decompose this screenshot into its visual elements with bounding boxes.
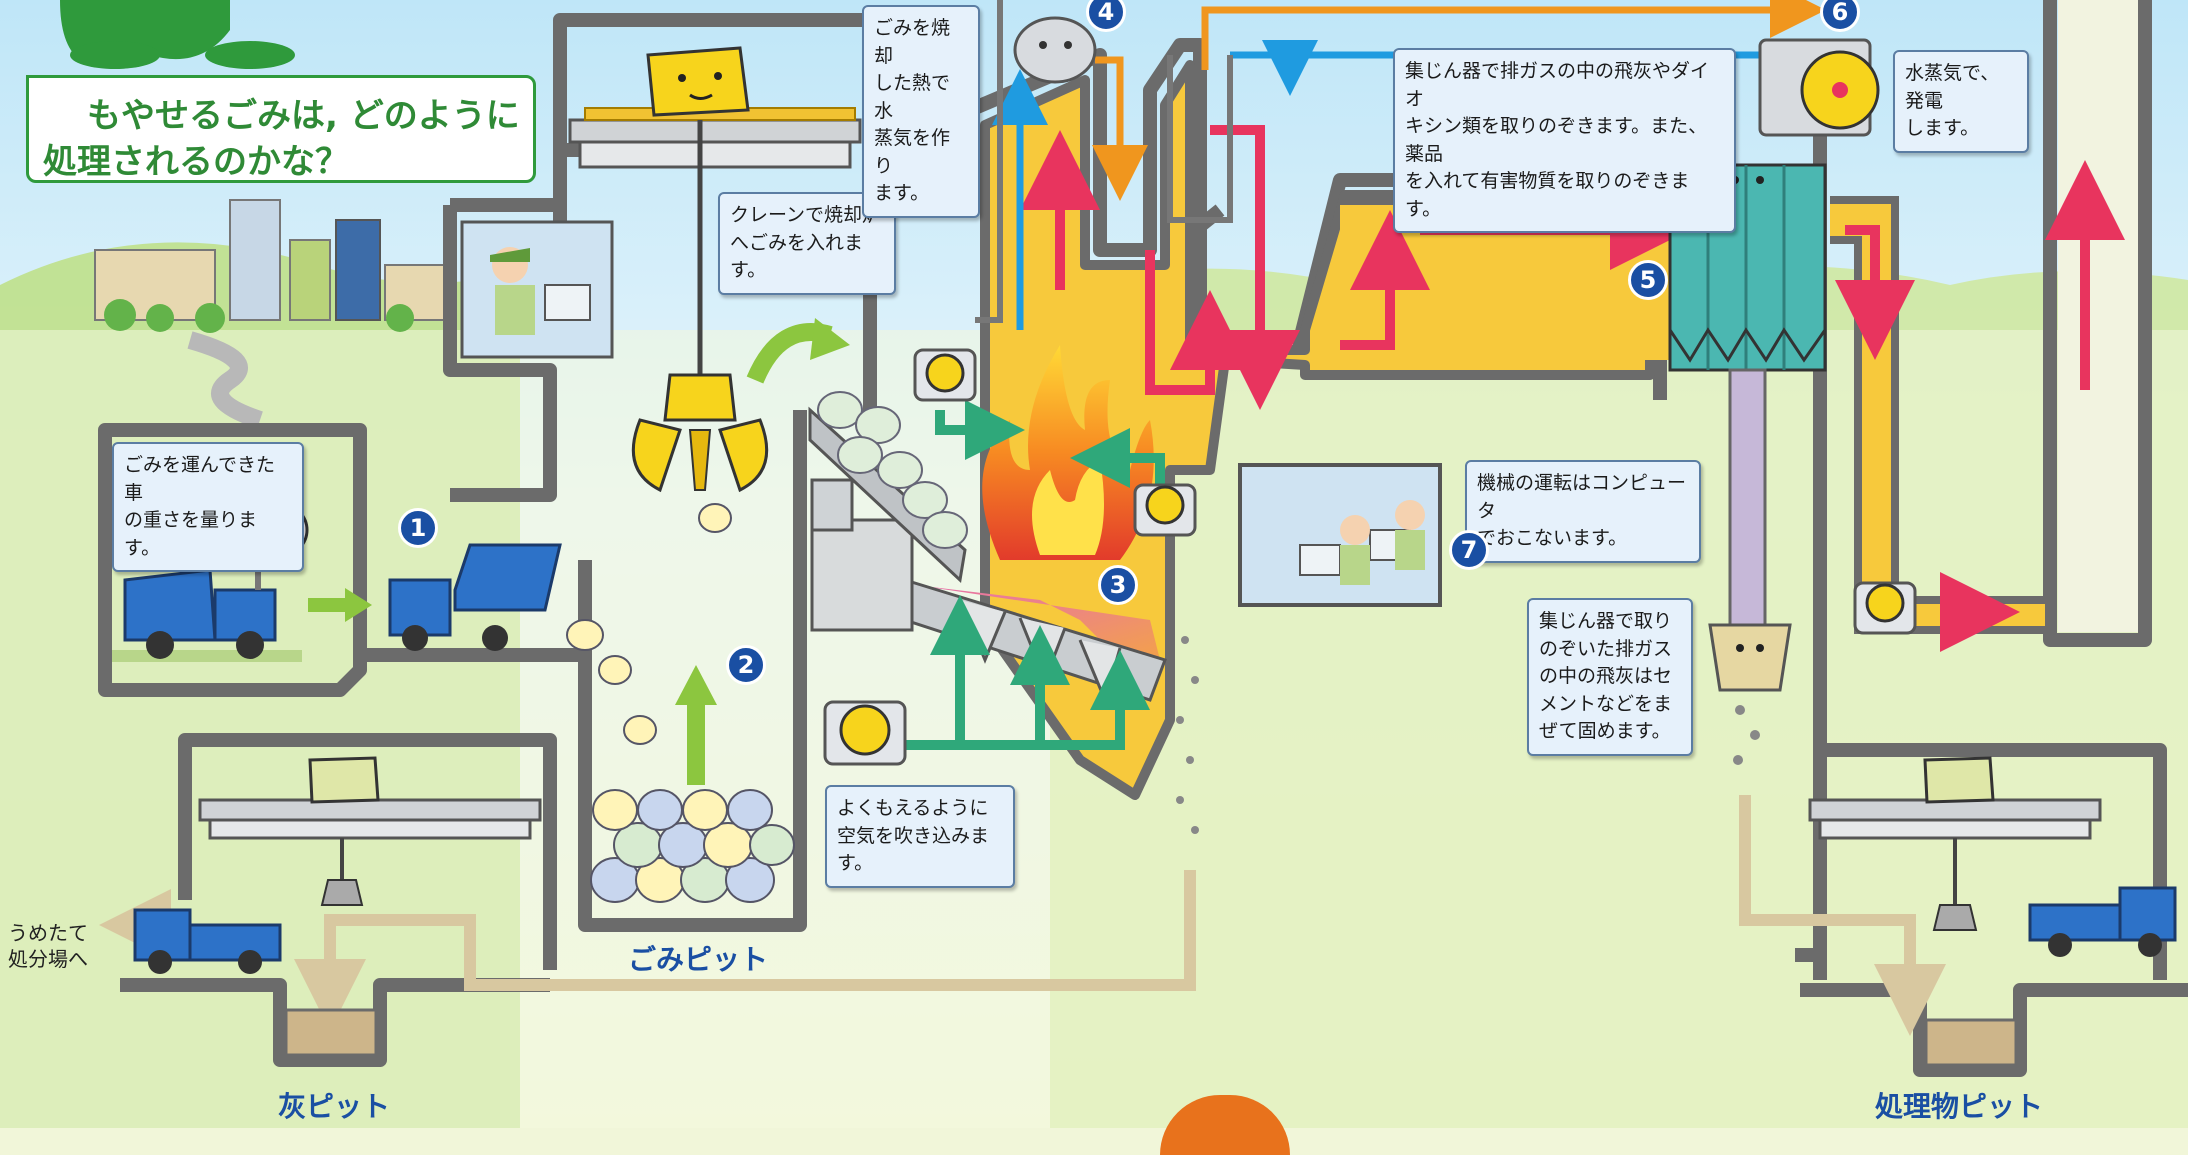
hopper	[808, 391, 968, 584]
note-control: 機械の運転はコンピュータ でおこないます。	[1465, 460, 1701, 563]
step-7: 7	[1449, 530, 1489, 570]
note-weigh: ごみを運んできた車 の重さを量ります。	[112, 442, 304, 573]
note-power: 水蒸気で、発電 します。	[1893, 50, 2029, 153]
fans	[823, 348, 1917, 766]
air-supply	[905, 400, 1165, 750]
label-garbage-pit: ごみピット	[628, 943, 769, 976]
mascot	[60, 0, 295, 69]
step-1: 1	[398, 508, 438, 548]
operator-room	[460, 220, 614, 359]
control-room	[1238, 463, 1442, 607]
falling-ash	[1176, 636, 1760, 834]
note-flyash: 集じん器で取り のぞいた排ガス の中の飛灰はセ メントなどをま ぜて固めます。	[1527, 598, 1693, 756]
label-residue-pit: 処理物ピット	[1875, 1090, 2044, 1123]
note-steam: ごみを焼却 した熱で水 蒸気を作り ます。	[862, 5, 980, 218]
garbage-bags	[566, 503, 795, 903]
title-box: もやせるごみは, どのように 処理されるのかな？	[26, 75, 536, 183]
note-air: よくもえるように 空気を吹き込みます。	[825, 785, 1015, 888]
plant-illustration	[0, 0, 2188, 1129]
label-landfill: うめたて 処分場へ	[8, 921, 88, 971]
flue-gas-arrows	[1020, 125, 2125, 652]
note-dust: 集じん器で排ガスの中の飛灰やダイオ キシン類を取りのぞきます。また、薬品 を入れ…	[1393, 48, 1736, 234]
residue-truck	[2028, 886, 2177, 957]
crane	[568, 46, 862, 493]
step-5: 5	[1628, 260, 1668, 300]
step-6: 6	[1820, 0, 1860, 32]
ash-pit-fill	[284, 1008, 378, 1057]
label-ash-pit: 灰ピット	[278, 1090, 391, 1123]
ash-crane	[198, 756, 542, 906]
dump-truck	[388, 543, 562, 651]
generator	[1758, 38, 1880, 137]
boiler-drum	[1013, 16, 1097, 84]
title-line1: もやせるごみは, どのように	[87, 96, 520, 136]
step-4: 4	[1086, 0, 1126, 32]
residue-crane	[1808, 756, 2102, 931]
city-skyline	[94, 199, 446, 429]
title-line2: 処理されるのかな？	[43, 142, 349, 182]
ash-truck	[133, 908, 282, 974]
residue-pit-fill	[1924, 1018, 2018, 1067]
process-arrows	[308, 318, 850, 785]
step-3: 3	[1098, 565, 1138, 605]
step-2: 2	[726, 645, 766, 685]
